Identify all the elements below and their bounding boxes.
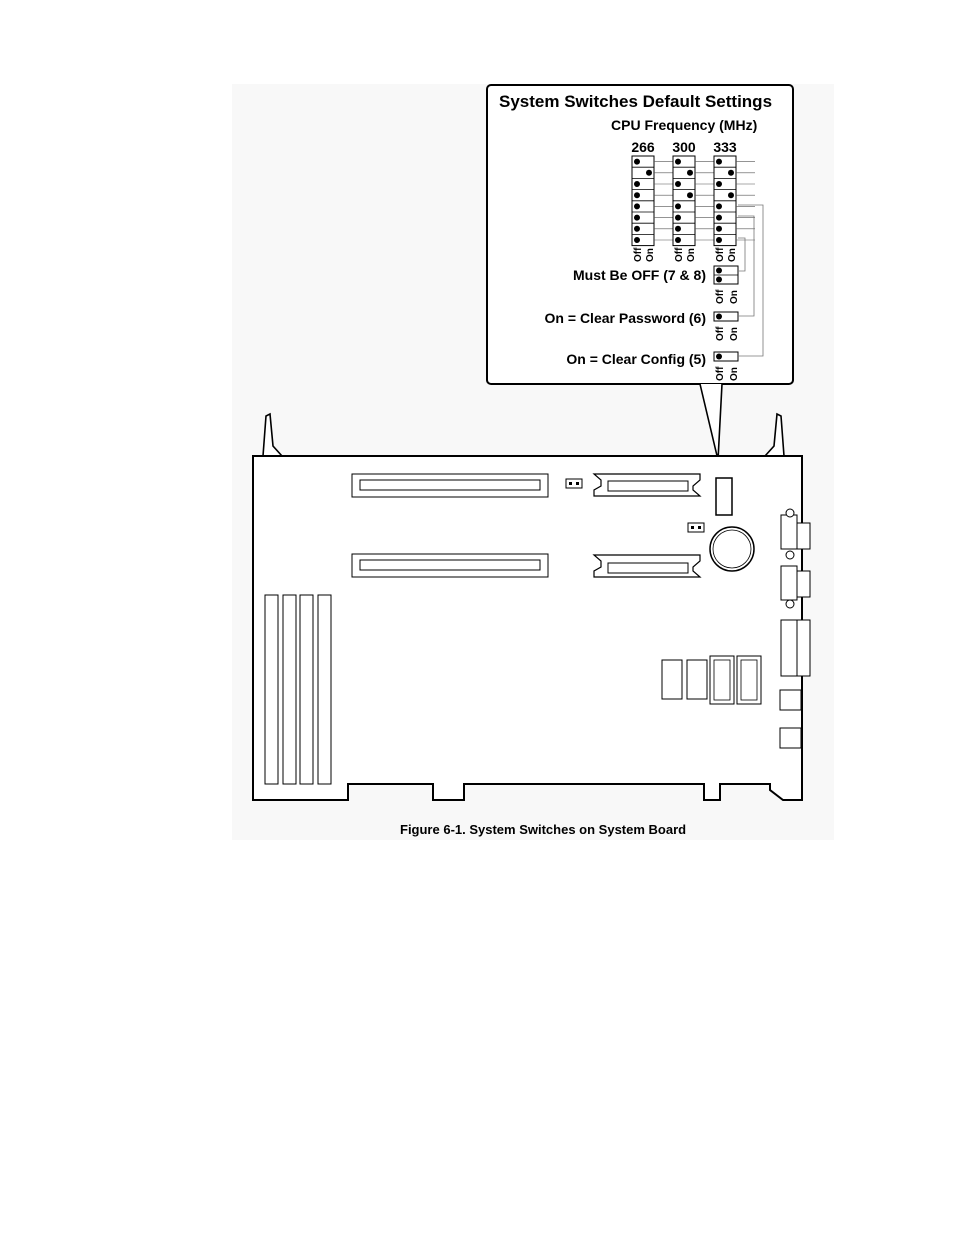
- switch-dot: [675, 237, 681, 243]
- rear-connector-3: [781, 620, 797, 676]
- processor-connector-2: [594, 555, 700, 577]
- processor-connector-1: [594, 474, 700, 496]
- switch-dot: [716, 277, 722, 283]
- switch-dot: [675, 226, 681, 232]
- switch-dot: [716, 354, 722, 360]
- switch-dot: [716, 314, 722, 320]
- off-label: Off: [715, 366, 726, 381]
- chip-1: [662, 660, 682, 699]
- callout-title: System Switches Default Settings: [499, 92, 772, 111]
- switch-dot: [634, 159, 640, 165]
- off-label: Off: [633, 247, 644, 262]
- switch-dot: [675, 159, 681, 165]
- switch-dot: [716, 237, 722, 243]
- switch-dot: [675, 215, 681, 221]
- rear-connector-1: [781, 515, 797, 549]
- switch-dot: [716, 159, 722, 165]
- switch-dot: [728, 170, 734, 176]
- on-label: On: [686, 248, 697, 262]
- switch-dot: [634, 226, 640, 232]
- switch-dot: [716, 203, 722, 209]
- switch-dot: [675, 203, 681, 209]
- switch-dot: [634, 203, 640, 209]
- callout-box: System Switches Default Settings CPU Fre…: [487, 85, 793, 384]
- switch-dot: [716, 226, 722, 232]
- switch-label: On = Clear Password (6): [545, 310, 706, 326]
- memory-slot-4: [318, 595, 331, 784]
- on-label: On: [727, 248, 738, 262]
- system-switch-block: [716, 478, 732, 515]
- battery: [710, 527, 754, 571]
- off-label: Off: [674, 247, 685, 262]
- chip-3: [710, 656, 734, 704]
- switch-dot: [634, 237, 640, 243]
- off-label: Off: [715, 326, 726, 341]
- switch-dot: [634, 181, 640, 187]
- chip-2: [687, 660, 707, 699]
- switch-dot: [716, 268, 722, 274]
- callout-subtitle: CPU Frequency (MHz): [611, 117, 757, 133]
- switch-dot: [716, 181, 722, 187]
- column-header: 300: [672, 139, 696, 155]
- on-label: On: [729, 327, 740, 341]
- switch-dot: [634, 192, 640, 198]
- rear-connector-2: [781, 566, 797, 600]
- memory-slot-3: [300, 595, 313, 784]
- chip-4: [737, 656, 761, 704]
- jumper-2: [688, 523, 704, 532]
- switch-dot: [728, 192, 734, 198]
- switch-dot: [634, 215, 640, 221]
- switch-dot: [716, 215, 722, 221]
- figure-caption: Figure 6-1. System Switches on System Bo…: [400, 822, 686, 837]
- jumper-1: [566, 479, 582, 488]
- column-header: 266: [631, 139, 655, 155]
- column-header: 333: [713, 139, 737, 155]
- switch-label: Must Be OFF (7 & 8): [573, 267, 706, 283]
- rear-connector-4: [780, 690, 801, 710]
- off-label: Off: [715, 289, 726, 304]
- rear-connector-5: [780, 728, 801, 748]
- on-label: On: [729, 290, 740, 304]
- switch-label: On = Clear Config (5): [566, 351, 706, 367]
- switch-dot: [687, 170, 693, 176]
- memory-slot-2: [283, 595, 296, 784]
- off-label: Off: [715, 247, 726, 262]
- on-label: On: [729, 367, 740, 381]
- switch-dot: [646, 170, 652, 176]
- switch-dot: [675, 181, 681, 187]
- memory-slot-1: [265, 595, 278, 784]
- switch-dot: [687, 192, 693, 198]
- system-board: [253, 414, 810, 800]
- on-label: On: [645, 248, 656, 262]
